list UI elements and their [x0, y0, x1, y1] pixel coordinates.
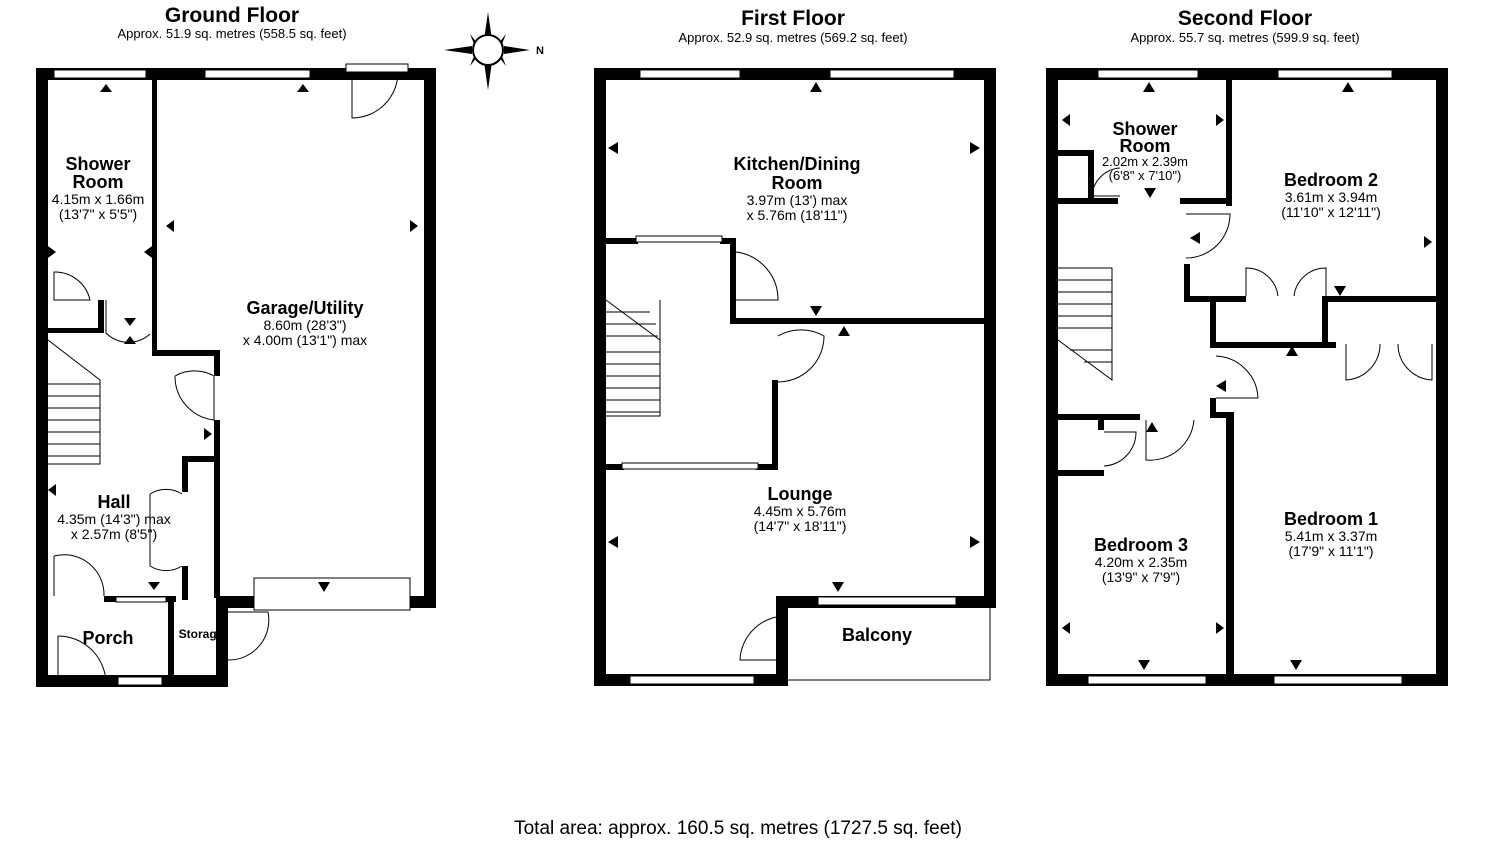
hall-label: Hall [97, 492, 130, 512]
second-floor-title: Second Floor [1178, 7, 1312, 30]
first-floor-windows [621, 69, 991, 685]
garage-label: Garage/Utility [246, 298, 363, 318]
second-floor-arrows [1062, 82, 1432, 670]
lounge-label: Lounge [768, 484, 833, 504]
kitchen-dim-2: x 5.76m (18'11") [747, 207, 848, 223]
ground-floor-doors [53, 63, 409, 685]
hall-dim: 4.35m (14'3") max [57, 511, 170, 527]
second-shower-room-dim: 2.02m x 2.39m [1102, 154, 1188, 169]
ground-shower-room-label-2: Room [73, 172, 124, 192]
second-floor-windows [1087, 69, 1403, 685]
ground-shower-room-label: Shower [65, 154, 130, 174]
ground-floor-stairs [47, 339, 101, 465]
second-floor-area: Approx. 55.7 sq. metres (599.9 sq. feet) [1130, 30, 1359, 45]
first-floor-area: Approx. 52.9 sq. metres (569.2 sq. feet) [678, 30, 907, 45]
bedroom2-dim: 3.61m x 3.94m [1285, 189, 1378, 205]
ground-floor-arrows [48, 84, 418, 592]
ground-shower-room-dim: 4.15m x 1.66m [52, 191, 145, 207]
bedroom3-label: Bedroom 3 [1094, 535, 1188, 555]
ground-floor-area: Approx. 51.9 sq. metres (558.5 sq. feet) [117, 26, 346, 41]
first-floor-arrows [608, 82, 980, 592]
lounge-dim: 4.45m x 5.76m [754, 503, 847, 519]
first-floor-title: First Floor [741, 7, 845, 30]
bedroom2-label: Bedroom 2 [1284, 170, 1378, 190]
bedroom1-dim: 5.41m x 3.37m [1285, 528, 1378, 544]
second-floor-stairs [1057, 267, 1113, 381]
first-floor-plan: First Floor Approx. 52.9 sq. metres (569… [594, 7, 996, 686]
bedroom2-dim-2: (11'10" x 12'11") [1281, 204, 1381, 220]
bedroom3-dim-2: (13'9" x 7'9") [1102, 569, 1180, 585]
total-area: Total area: approx. 160.5 sq. metres (17… [514, 818, 962, 839]
balcony-label: Balcony [842, 625, 912, 645]
kitchen-label-2: Room [772, 173, 823, 193]
porch-label: Porch [82, 628, 133, 648]
lounge-dim-2: (14'7" x 18'11") [754, 518, 847, 534]
storage-label: Storage [179, 627, 224, 641]
first-floor-stairs [605, 299, 661, 417]
first-floor-doors [735, 251, 825, 661]
ground-floor-title: Ground Floor [165, 4, 299, 27]
compass-icon: N [444, 12, 544, 90]
bedroom1-label: Bedroom 1 [1284, 509, 1378, 529]
second-shower-room-dim-2: (6'8" x 7'10") [1109, 168, 1182, 183]
second-floor-doors [1091, 167, 1433, 467]
ground-floor-plan: Ground Floor Approx. 51.9 sq. metres (55… [36, 4, 436, 687]
compass-north-label: N [536, 45, 544, 57]
bedroom3-dim: 4.20m x 2.35m [1095, 554, 1188, 570]
kitchen-label: Kitchen/Dining [734, 154, 861, 174]
garage-dim: 8.60m (28'3") [263, 317, 346, 333]
garage-dim-2: x 4.00m (13'1") max [243, 332, 367, 348]
second-floor-plan: Second Floor Approx. 55.7 sq. metres (59… [1046, 7, 1448, 686]
hall-dim-2: x 2.57m (8'5") [71, 526, 157, 542]
second-shower-room-label-2: Room [1120, 136, 1171, 156]
ground-shower-room-dim-2: (13'7" x 5'5") [59, 206, 137, 222]
bedroom1-dim-2: (17'9" x 11'1") [1288, 543, 1373, 559]
ground-floor-windows [53, 69, 411, 686]
kitchen-dim: 3.97m (13') max [747, 192, 848, 208]
second-shower-room-label: Shower [1112, 119, 1177, 139]
